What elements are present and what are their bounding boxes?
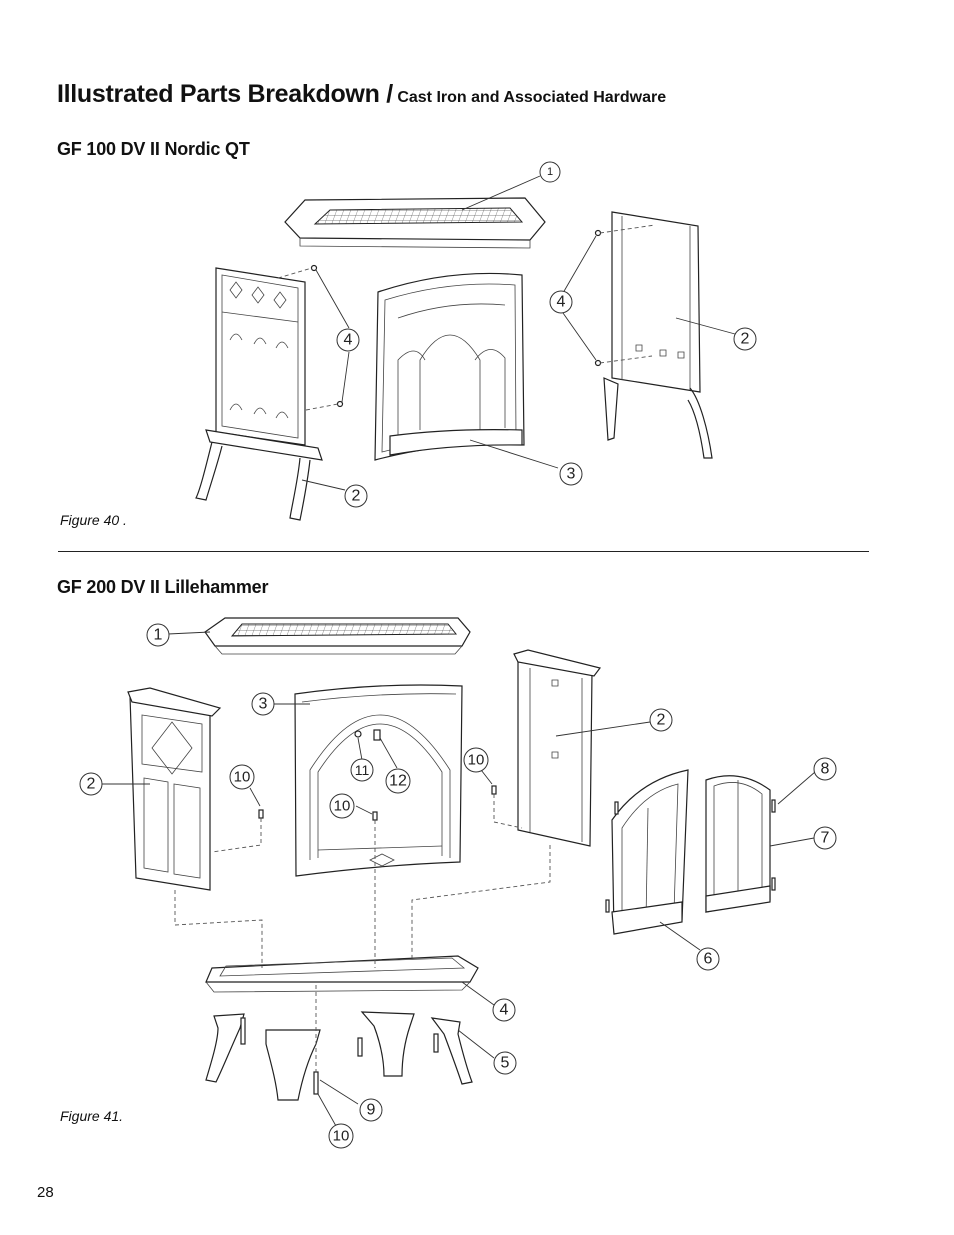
callout-10-center: 10 bbox=[329, 793, 355, 819]
callout-10-right: 10 bbox=[463, 747, 489, 773]
page-number: 28 bbox=[37, 1184, 54, 1201]
callout-7: 7 bbox=[813, 826, 837, 850]
left-door bbox=[611, 769, 689, 935]
figure-40-caption: Figure 40 . bbox=[60, 512, 127, 528]
figure-41-caption: Figure 41. bbox=[60, 1108, 124, 1124]
top-plate bbox=[284, 197, 546, 249]
front-body bbox=[374, 272, 525, 461]
page-title-main: Illustrated Parts Breakdown / bbox=[57, 80, 393, 108]
svg-text:5: 5 bbox=[501, 1055, 510, 1072]
svg-text:4: 4 bbox=[344, 332, 353, 349]
callout-2-left: 2 bbox=[344, 484, 368, 508]
section-title-gf100: GF 100 DV II Nordic QT bbox=[57, 139, 250, 159]
screws bbox=[277, 224, 656, 411]
callout-3: 3 bbox=[559, 462, 583, 486]
page-title: Illustrated Parts Breakdown / Cast Iron … bbox=[57, 80, 666, 109]
svg-text:8: 8 bbox=[821, 761, 830, 778]
svg-text:2: 2 bbox=[657, 712, 666, 729]
callout-3: 3 bbox=[251, 692, 275, 716]
page-title-sub: Cast Iron and Associated Hardware bbox=[397, 89, 667, 106]
svg-text:6: 6 bbox=[704, 951, 713, 968]
svg-text:10: 10 bbox=[334, 798, 351, 815]
base bbox=[205, 955, 479, 993]
callout-4-right: 4 bbox=[549, 290, 573, 314]
callout-1: 1 bbox=[539, 161, 561, 183]
right-side-panel bbox=[513, 649, 602, 847]
svg-text:4: 4 bbox=[557, 294, 566, 311]
svg-text:2: 2 bbox=[352, 488, 361, 505]
section-title-gf200: GF 200 DV II Lillehammer bbox=[57, 577, 269, 597]
svg-text:3: 3 bbox=[259, 696, 268, 713]
svg-text:7: 7 bbox=[821, 830, 830, 847]
right-door bbox=[705, 775, 771, 913]
svg-text:2: 2 bbox=[741, 331, 750, 348]
svg-text:10: 10 bbox=[234, 769, 251, 786]
assembly-lines bbox=[174, 794, 551, 1072]
callout-9: 9 bbox=[359, 1098, 383, 1122]
screws bbox=[240, 785, 776, 1095]
callout-1: 1 bbox=[146, 623, 170, 647]
svg-text:10: 10 bbox=[468, 752, 485, 769]
callout-11: 11 bbox=[350, 758, 374, 782]
figure-41-diagram: 1 3 2 2 10 11 12 10 10 8 7 6 4 5 9 10 bbox=[79, 617, 837, 1149]
svg-text:12: 12 bbox=[389, 773, 407, 790]
callout-4: 4 bbox=[492, 998, 516, 1022]
callout-10-left: 10 bbox=[229, 764, 255, 790]
legs bbox=[205, 1011, 473, 1101]
callout-10-bottom: 10 bbox=[328, 1123, 354, 1149]
left-side-panel bbox=[195, 267, 323, 521]
callout-12: 12 bbox=[385, 768, 411, 794]
callout-6: 6 bbox=[696, 947, 720, 971]
callout-2-left: 2 bbox=[79, 772, 103, 796]
callout-4-left: 4 bbox=[336, 328, 360, 352]
figure-40-diagram: 1 4 2 4 2 3 bbox=[195, 161, 757, 521]
callout-2-right: 2 bbox=[649, 708, 673, 732]
svg-text:9: 9 bbox=[367, 1102, 376, 1119]
section-divider bbox=[58, 551, 869, 552]
svg-text:2: 2 bbox=[87, 776, 96, 793]
svg-text:1: 1 bbox=[154, 627, 163, 644]
svg-text:11: 11 bbox=[355, 762, 370, 778]
leader-lines bbox=[301, 175, 736, 491]
svg-text:3: 3 bbox=[567, 466, 576, 483]
svg-text:10: 10 bbox=[333, 1128, 350, 1145]
right-side-panel bbox=[603, 211, 713, 459]
svg-text:4: 4 bbox=[500, 1002, 509, 1019]
callout-8: 8 bbox=[813, 757, 837, 781]
leader-lines bbox=[102, 631, 816, 1127]
callout-2-right: 2 bbox=[733, 327, 757, 351]
svg-text:1: 1 bbox=[547, 166, 553, 178]
front-body bbox=[294, 684, 463, 877]
left-side-panel bbox=[127, 687, 222, 891]
callout-5: 5 bbox=[493, 1051, 517, 1075]
top-plate bbox=[204, 617, 471, 655]
